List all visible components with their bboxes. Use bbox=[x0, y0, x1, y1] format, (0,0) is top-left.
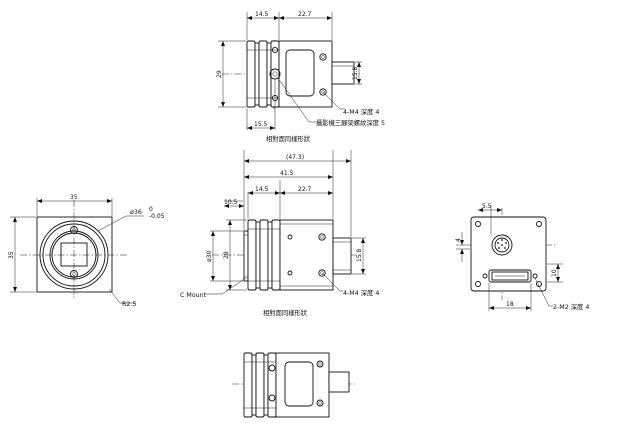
top-view-caption: 相對面同樣形狀 bbox=[266, 134, 311, 143]
front-dim-dia36: ø36 bbox=[130, 209, 142, 216]
front-tol-upper: 0 bbox=[149, 206, 153, 213]
front-dim-35-width: 35 bbox=[70, 194, 78, 201]
top-note-m4: 4-M4 深度 4 bbox=[343, 107, 379, 116]
side-dim-15-8: 15.8 bbox=[356, 248, 363, 262]
top-dim-15-5: 15.5 bbox=[254, 121, 268, 128]
rear-dim-10: 10 bbox=[551, 269, 558, 277]
side-dim-10-5: 10.5 bbox=[224, 199, 238, 206]
rear-dim-18: 18 bbox=[506, 301, 514, 308]
bottom-view bbox=[232, 352, 355, 418]
rear-view: 5.5 4 10 18 2-M2 深度 4 bbox=[455, 203, 589, 311]
top-dim-14-5: 14.5 bbox=[255, 11, 269, 18]
front-dim-35-height: 35 bbox=[8, 251, 15, 259]
side-dim-47-3: (47.3) bbox=[286, 154, 304, 161]
side-dim-29: 29 bbox=[223, 251, 230, 259]
side-note-cmount: C Mount bbox=[180, 292, 207, 299]
top-view: 14.5 22.7 29 15.8 15.5 4-M4 深度 4 攝影機三腳架螺… bbox=[216, 11, 385, 143]
front-view: 35 35 ø36 0 -0.05 R2.5 bbox=[8, 194, 165, 308]
front-tol-lower: -0.05 bbox=[149, 213, 165, 220]
top-dim-22-7: 22.7 bbox=[298, 11, 312, 18]
side-dim-41-5: 41.5 bbox=[280, 170, 294, 177]
side-dim-14-5: 14.5 bbox=[255, 186, 269, 193]
rear-dim-4: 4 bbox=[455, 238, 462, 242]
rear-note-m2: 2-M2 深度 4 bbox=[553, 302, 589, 311]
side-view-caption: 相對面同樣形狀 bbox=[263, 308, 308, 317]
front-dim-r2-5: R2.5 bbox=[122, 301, 136, 308]
side-view: (47.3) 41.5 14.5 22.7 10.5 ø30 29 15.8 C… bbox=[180, 150, 379, 317]
top-note-tripod: 攝影機三腳架螺紋深度 5 bbox=[316, 118, 385, 127]
side-note-m4: 4-M4 深度 4 bbox=[343, 288, 379, 297]
top-dim-15-8: 15.8 bbox=[352, 66, 359, 80]
side-dim-22-7: 22.7 bbox=[298, 186, 312, 193]
side-dim-dia30: ø30 bbox=[206, 251, 213, 262]
top-dim-29: 29 bbox=[216, 70, 223, 78]
rear-dim-5-5: 5.5 bbox=[482, 203, 492, 210]
